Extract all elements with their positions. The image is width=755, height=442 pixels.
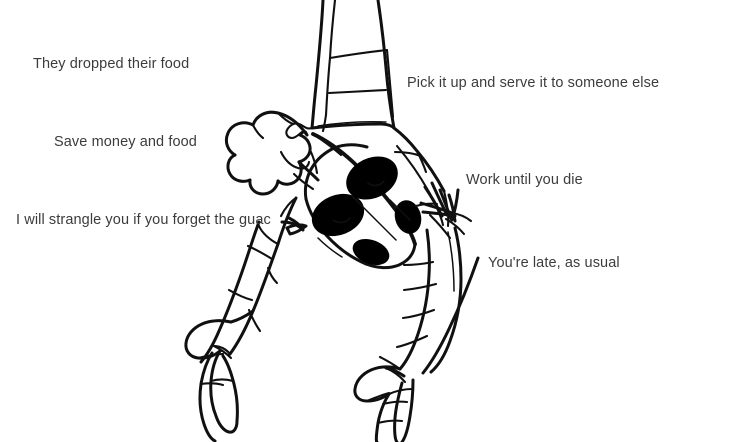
caption-work-until-you-die: Work until you die	[466, 172, 583, 188]
caption-save-money-and-food: Save money and food	[54, 134, 197, 150]
caption-strangle-you-guac: I will strangle you if you forget the gu…	[16, 212, 271, 228]
caption-youre-late-as-usual: You're late, as usual	[488, 255, 620, 271]
caption-pick-it-up-and-serve: Pick it up and serve it to someone else	[407, 75, 660, 91]
caption-they-dropped-their-food: They dropped their food	[33, 56, 190, 72]
